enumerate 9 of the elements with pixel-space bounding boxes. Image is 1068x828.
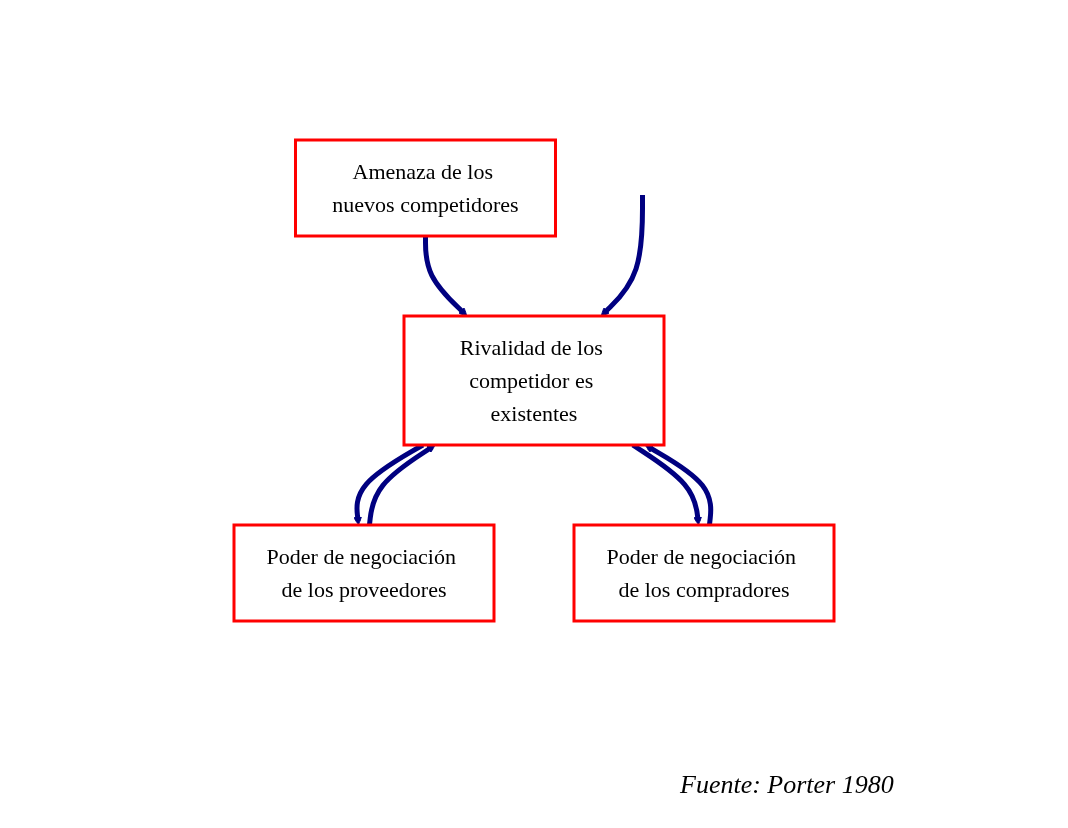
arrow <box>600 194 645 316</box>
node-box: Poder de negociación de los proveedores <box>232 523 496 622</box>
arrow <box>423 235 468 316</box>
arrow <box>366 444 436 525</box>
arrow <box>644 444 714 525</box>
node-box: Amenaza de los nuevos competidores <box>294 138 557 237</box>
node-box: Rivalidad de los competidor es existentes <box>402 314 666 446</box>
node-box: Poder de negociación de los compradores <box>572 523 836 622</box>
source-caption: Fuente: Porter 1980 <box>680 770 894 800</box>
